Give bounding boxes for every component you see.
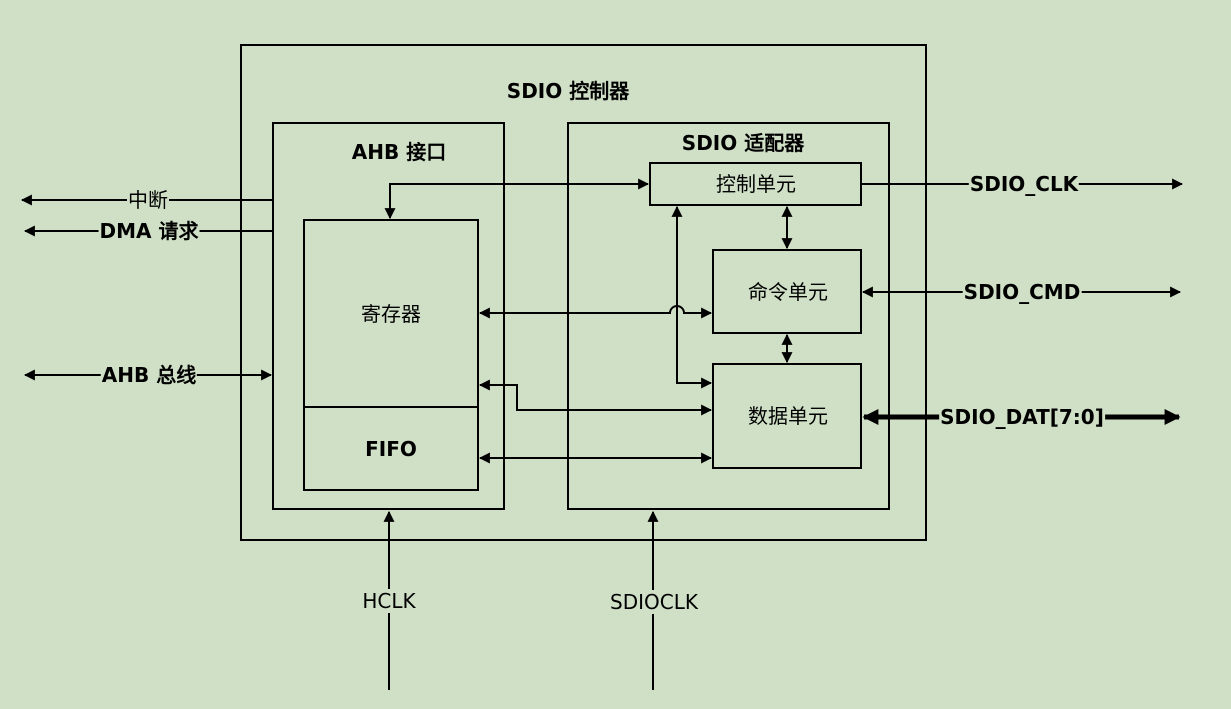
dma-request-label: DMA 请求 (98, 219, 200, 243)
sdio-clk-label: SDIO_CLK (968, 172, 1080, 196)
sdio-dat-label: SDIO_DAT[7:0] (939, 405, 1105, 429)
fifo-box (303, 406, 479, 491)
register-command-link (478, 305, 713, 319)
controller-title: SDIO 控制器 (506, 79, 630, 103)
data-unit-box (712, 363, 862, 469)
control-register-link (384, 178, 650, 220)
sdio-adapter-title: SDIO 适配器 (681, 131, 805, 155)
fifo-label: FIFO (365, 437, 417, 461)
sdio-cmd-label: SDIO_CMD (962, 280, 1082, 304)
hclk-label: HCLK (361, 589, 417, 613)
sdioclk-label: SDIOCLK (609, 590, 699, 614)
control-data-link (671, 205, 713, 389)
ahb-interface-title: AHB 接口 (351, 140, 447, 164)
registers-label: 寄存器 (361, 302, 421, 326)
interrupt-label: 中断 (127, 188, 169, 212)
control-unit-label: 控制单元 (716, 172, 796, 196)
command-unit-label: 命令单元 (748, 280, 828, 304)
register-data-link (478, 379, 713, 416)
ahb-bus-label: AHB 总线 (100, 363, 198, 387)
data-unit-label: 数据单元 (748, 404, 828, 428)
command-unit-box (712, 249, 862, 334)
